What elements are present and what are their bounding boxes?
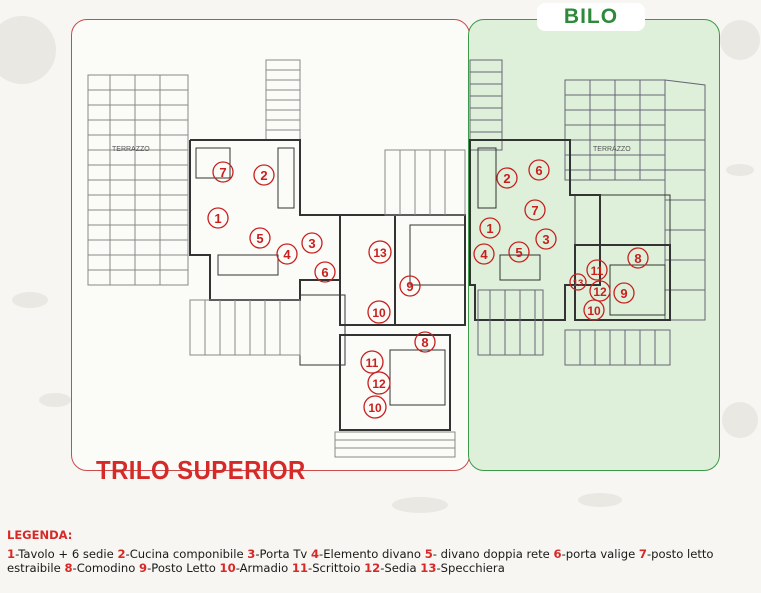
legend-num: 13 (420, 561, 437, 575)
trilo-title: TRILO SUPERIOR (96, 455, 306, 485)
trilo-marker-7: 7 (212, 161, 234, 183)
trilo-terrace-left (87, 74, 189, 286)
svg-text:5: 5 (256, 231, 263, 246)
legend-title: LEGENDA: (7, 528, 73, 542)
trilo-marker-8: 8 (414, 331, 436, 353)
legend-num: 6 (553, 547, 562, 561)
legend-text: -Sedia (380, 561, 421, 575)
legend-num: 2 (117, 547, 126, 561)
svg-text:13: 13 (373, 246, 387, 260)
legend-num: 12 (364, 561, 381, 575)
trilo-panel (71, 19, 470, 471)
trilo-marker-12: 12 (367, 371, 391, 395)
floor-plan-drawing: TERRAZZO TERRAZZO 7 2 1 5 4 3 6 13 9 10 … (87, 59, 706, 458)
trilo-marker-1: 1 (207, 207, 229, 229)
floor-plan-area: TERRAZZO TERRAZZO 7 2 1 5 4 3 6 13 9 10 … (71, 3, 720, 485)
svg-text:10: 10 (372, 306, 386, 320)
trilo-marker-11: 11 (360, 350, 384, 374)
svg-text:8: 8 (421, 335, 428, 350)
svg-text:7: 7 (531, 203, 538, 218)
trilo-living-room (189, 139, 341, 301)
svg-text:9: 9 (620, 286, 627, 301)
bilo-marker-3: 3 (535, 228, 557, 250)
bilo-marker-12: 12 (589, 280, 611, 302)
bilo-marker-1: 1 (479, 217, 501, 239)
svg-text:1: 1 (486, 221, 493, 236)
legend-text: -Specchiera (436, 561, 505, 575)
svg-text:7: 7 (219, 165, 226, 180)
legend-text: - divano doppia rete (432, 547, 554, 561)
svg-text:2: 2 (503, 171, 510, 186)
trilo-terrace-label: TERRAZZO (112, 146, 150, 153)
svg-text:12: 12 (372, 377, 386, 391)
legend-num: 3 (247, 547, 256, 561)
legend-num: 9 (138, 561, 148, 575)
legend-num: 11 (291, 561, 309, 575)
legend-text: -Cucina componibile (125, 547, 248, 561)
bilo-living-room (469, 139, 601, 321)
bilo-marker-4: 4 (473, 243, 495, 265)
legend-text: -Comodino (72, 561, 139, 575)
bilo-marker-5: 5 (508, 241, 530, 263)
bilo-terrace (469, 59, 706, 321)
svg-text:4: 4 (283, 247, 291, 262)
bilo-title: BILO (537, 3, 645, 31)
trilo-marker-10a: 10 (367, 300, 391, 324)
legend-num: 8 (64, 561, 73, 575)
bilo-terrace-label: TERRAZZO (593, 146, 631, 153)
legend-text: -Scrittoio (308, 561, 365, 575)
svg-text:10: 10 (368, 401, 382, 415)
legend-text: -posto letto estraibile (7, 547, 714, 575)
legend-num: 7 (638, 547, 647, 561)
bilo-marker-9: 9 (613, 282, 635, 304)
bilo-marker-13: 13 (569, 273, 587, 291)
trilo-marker-5: 5 (249, 227, 271, 249)
svg-text:5: 5 (515, 245, 522, 260)
legend-num: 4 (310, 547, 320, 561)
legend: LEGENDA: 1-Tavolo + 6 sedie 2-Cucina com… (7, 528, 759, 575)
legend-num: 1 (7, 547, 16, 561)
svg-text:13: 13 (573, 278, 584, 289)
svg-text:9: 9 (406, 279, 413, 294)
trilo-marker-9: 9 (399, 275, 421, 297)
legend-text: -Tavolo + 6 sedie (15, 547, 118, 561)
trilo-marker-6: 6 (314, 261, 336, 283)
legend-num: 10 (219, 561, 236, 575)
bilo-bedroom (574, 194, 671, 321)
trilo-marker-4: 4 (276, 243, 298, 265)
svg-text:3: 3 (542, 232, 549, 247)
svg-text:6: 6 (321, 265, 328, 280)
svg-text:3: 3 (308, 236, 315, 251)
svg-text:11: 11 (591, 264, 604, 278)
legend-text: -Armadio (235, 561, 292, 575)
svg-text:10: 10 (587, 304, 601, 318)
bilo-marker-7: 7 (524, 199, 546, 221)
svg-text:8: 8 (634, 251, 641, 266)
trilo-marker-10b: 10 (363, 395, 387, 419)
trilo-marker-13: 13 (368, 240, 392, 264)
trilo-marker-2: 2 (253, 164, 275, 186)
bilo-marker-10: 10 (583, 299, 605, 321)
bilo-marker-6: 6 (528, 159, 550, 181)
svg-text:6: 6 (535, 163, 542, 178)
svg-text:2: 2 (260, 168, 267, 183)
legend-num: 5 (424, 547, 433, 561)
legend-text: -Porta Tv (255, 547, 311, 561)
bilo-marker-11: 11 (586, 259, 608, 281)
bilo-marker-8: 8 (627, 247, 649, 269)
svg-text:11: 11 (366, 356, 379, 370)
legend-text: -Elemento divano (319, 547, 425, 561)
legend-text: -Posto Letto (147, 561, 220, 575)
legend-text: -porta valige (561, 547, 639, 561)
svg-text:1: 1 (214, 211, 221, 226)
bilo-marker-2: 2 (496, 167, 518, 189)
legend-body: 1-Tavolo + 6 sedie 2-Cucina componibile … (7, 547, 759, 575)
svg-text:12: 12 (593, 285, 607, 299)
trilo-marker-3: 3 (301, 232, 323, 254)
svg-text:4: 4 (480, 247, 488, 262)
